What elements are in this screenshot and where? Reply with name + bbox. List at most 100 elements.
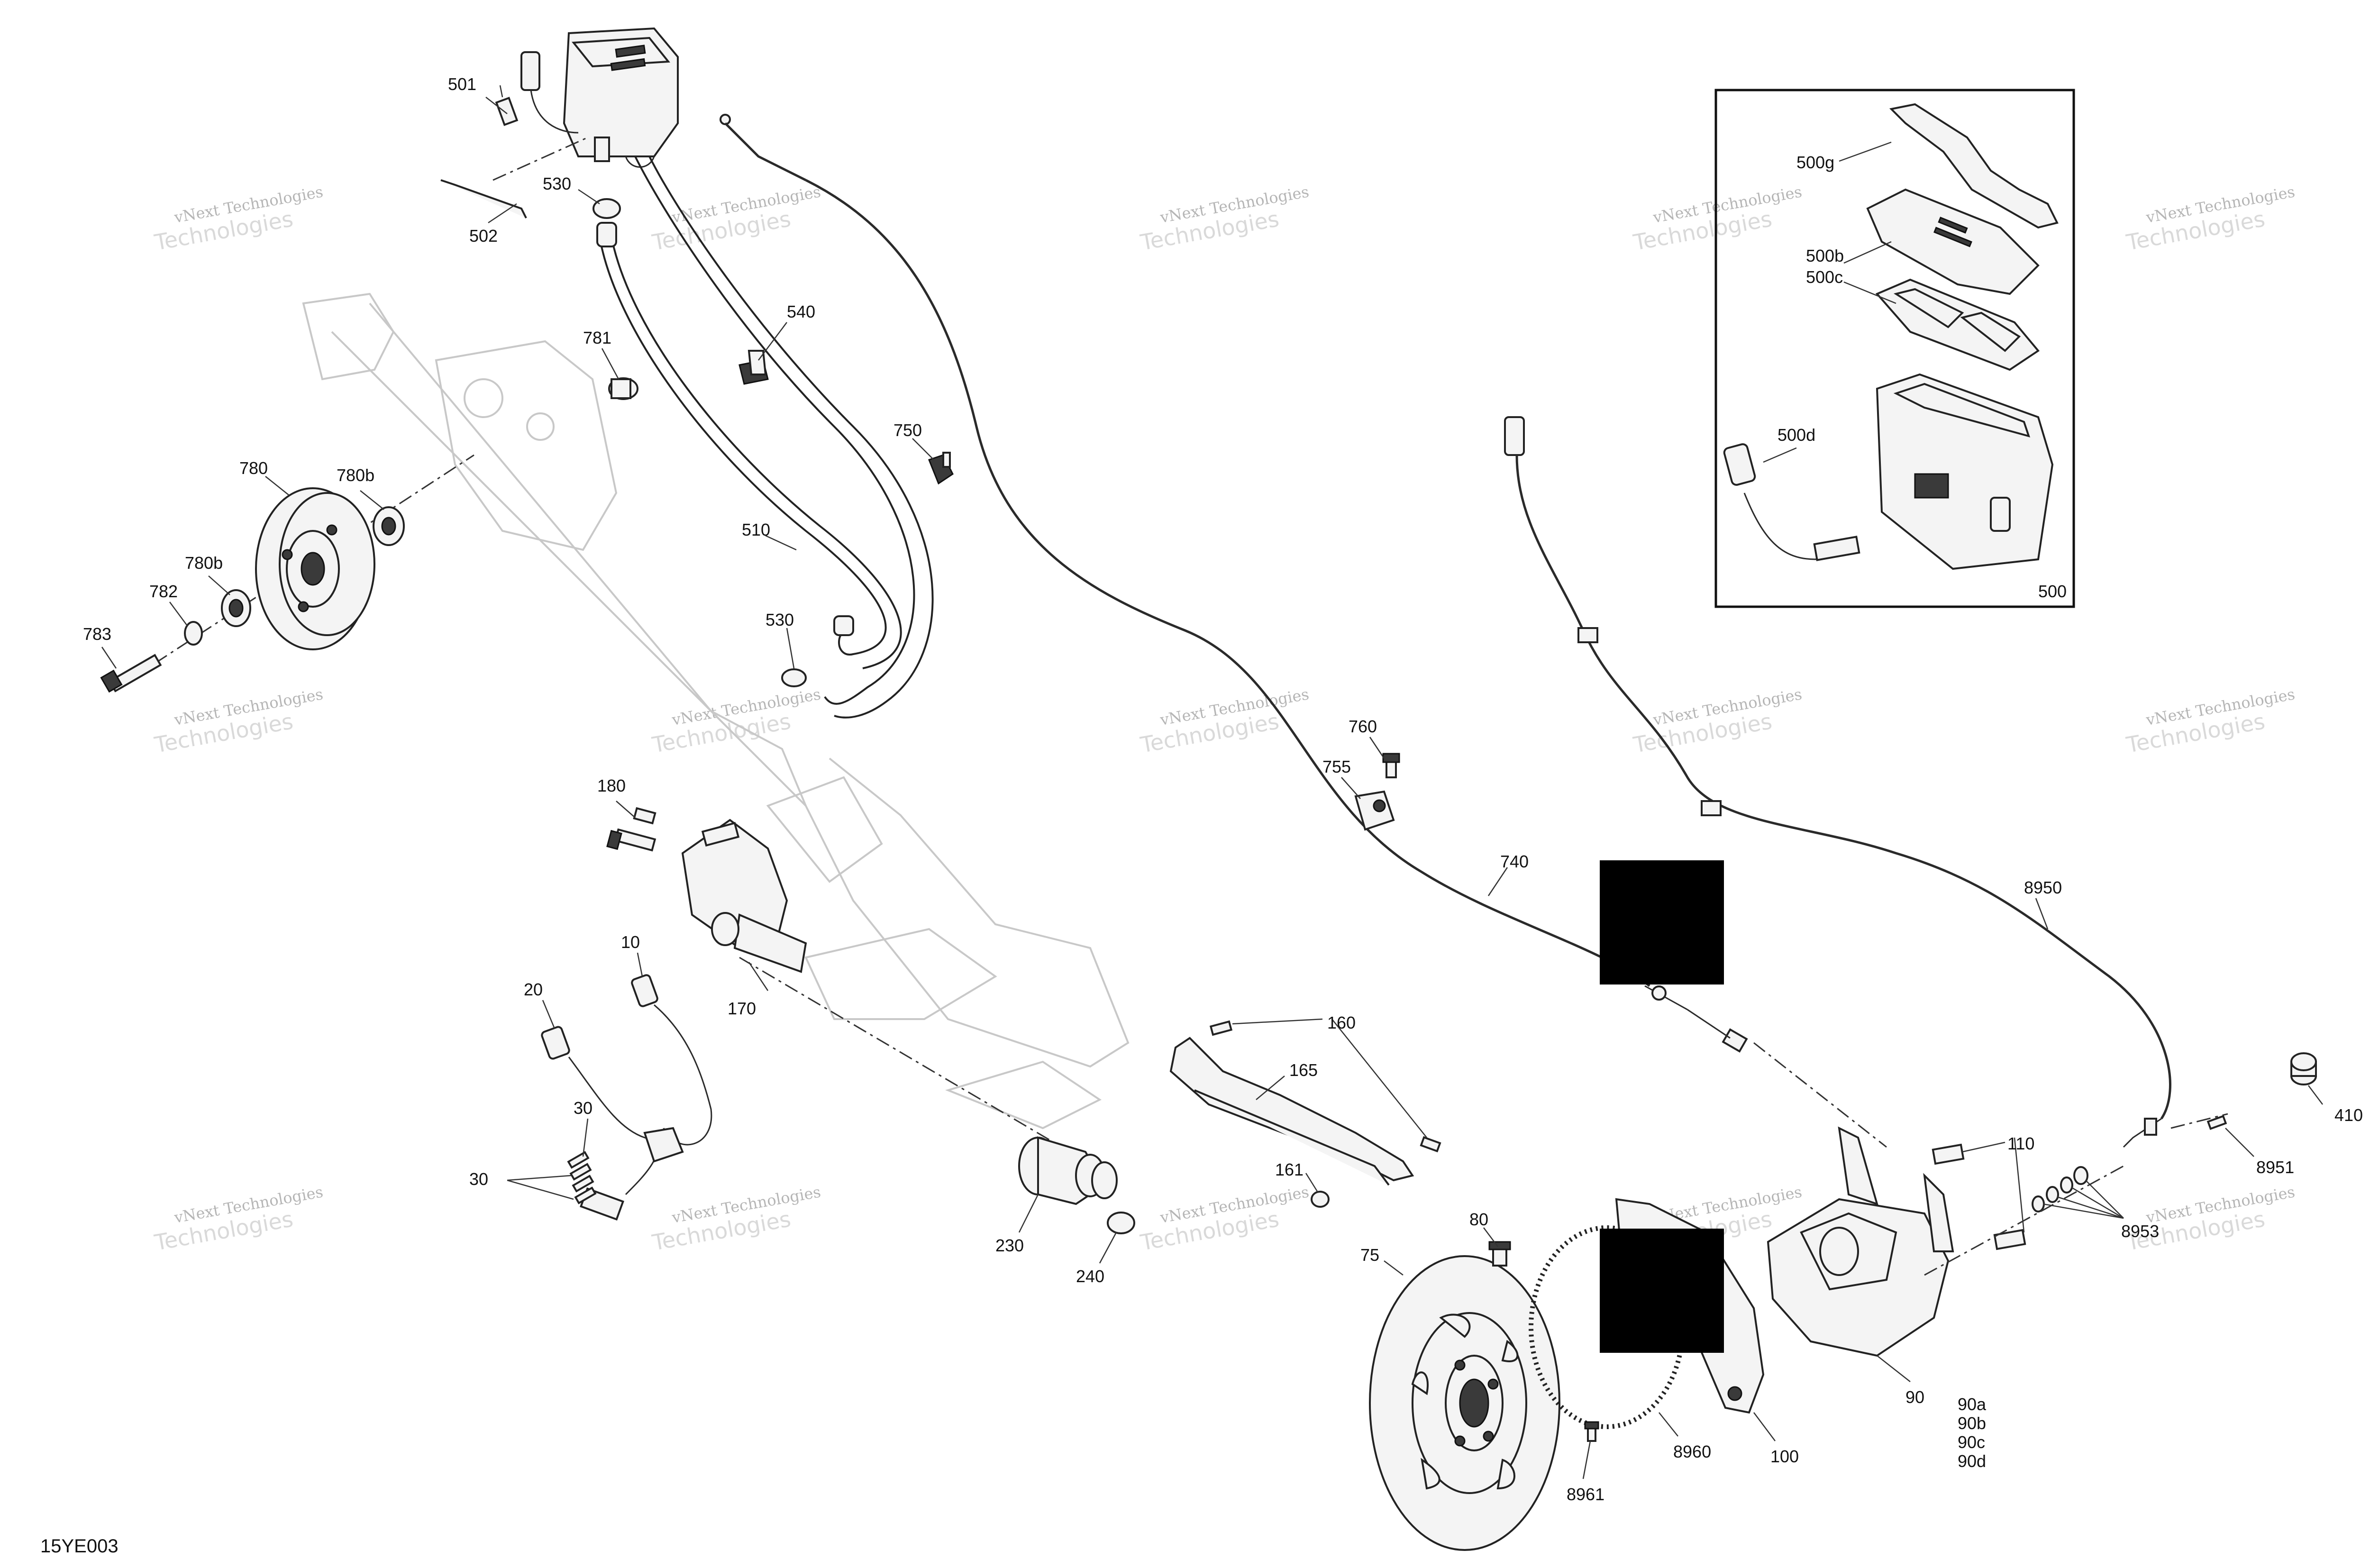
clamp-530-top xyxy=(592,198,621,219)
label-170: 170 xyxy=(728,999,756,1018)
label-410: 410 xyxy=(2334,1105,2363,1125)
label-240: 240 xyxy=(1076,1267,1104,1286)
dash-170-230 xyxy=(739,957,1062,1148)
clip-502 xyxy=(440,179,527,219)
clamp-530-bottom xyxy=(781,668,807,687)
label-501: 501 xyxy=(448,74,476,94)
watermark: vNext Technologies Technologies xyxy=(1631,182,1803,255)
leader-lines xyxy=(101,97,2323,1479)
watermark: vNext Technologies Technologies xyxy=(650,1183,822,1256)
label-500: 500 xyxy=(2038,582,2067,601)
dash-caliper-washers xyxy=(1924,1165,2124,1276)
label-230: 230 xyxy=(995,1236,1024,1255)
watermark: vNext Technologies Technologies xyxy=(152,1183,324,1256)
screw-160 xyxy=(1209,1020,1441,1153)
filter-500c xyxy=(1875,278,2040,371)
label-8951: 8951 xyxy=(2256,1158,2294,1177)
label-90d: 90d xyxy=(1958,1451,1986,1471)
label-75: 75 xyxy=(1360,1245,1379,1265)
label-780b: 780b xyxy=(337,465,374,485)
label-30: 30 xyxy=(469,1169,488,1189)
watermark: vNext Technologies Technologies xyxy=(2124,1183,2296,1256)
screws-30 xyxy=(567,1151,597,1204)
label-8960: 8960 xyxy=(1673,1442,1711,1461)
watermark: vNext Technologies Technologies xyxy=(1631,685,1803,758)
clip-750 xyxy=(928,452,954,485)
part-labels: 501 502 530 540 510 530 781 780 780b 780… xyxy=(83,74,2363,1504)
watermark: vNext Technologies Technologies xyxy=(2124,182,2296,255)
pressure-switch-10 xyxy=(631,974,712,1146)
label-180: 180 xyxy=(597,776,626,795)
label-750: 750 xyxy=(893,420,922,440)
label-160: 160 xyxy=(1327,1013,1356,1032)
cover-500b xyxy=(1866,188,2040,295)
pulley-780 xyxy=(255,487,375,650)
ghost-frame xyxy=(302,292,1130,1130)
brake-hose-510 xyxy=(596,156,934,719)
screw-8961 xyxy=(1584,1421,1599,1442)
label-90: 90 xyxy=(1905,1387,1924,1407)
inset-frame xyxy=(1714,89,2075,608)
parking-cable-740 xyxy=(720,114,1748,1053)
label-781: 781 xyxy=(583,328,611,347)
label-530: 530 xyxy=(543,174,571,193)
washer-782 xyxy=(184,621,203,646)
label-30: 30 xyxy=(574,1098,592,1118)
bolt-783 xyxy=(100,654,162,693)
label-782: 782 xyxy=(149,582,178,601)
label-90c: 90c xyxy=(1958,1432,1985,1452)
label-510: 510 xyxy=(742,520,770,539)
screw-760 xyxy=(1382,753,1400,778)
label-20: 20 xyxy=(524,980,543,999)
label-8961: 8961 xyxy=(1567,1485,1604,1504)
label-500c: 500c xyxy=(1806,267,1843,287)
watermark: vNext Technologies Technologies xyxy=(650,685,822,758)
label-540: 540 xyxy=(787,302,815,321)
abs-module xyxy=(440,27,807,687)
label-780: 780 xyxy=(239,458,268,478)
label-90b: 90b xyxy=(1958,1413,1986,1433)
housing-500 xyxy=(1876,373,2054,570)
label-760: 760 xyxy=(1349,717,1377,736)
bushing-781 xyxy=(608,377,638,400)
label-783: 783 xyxy=(83,624,111,644)
label-80: 80 xyxy=(1469,1210,1488,1229)
redaction-block xyxy=(1600,1229,1724,1353)
watermark: vNext Technologies Technologies xyxy=(1138,685,1310,758)
label-161: 161 xyxy=(1275,1160,1304,1179)
label-755: 755 xyxy=(1322,757,1351,776)
label-500d: 500d xyxy=(1778,425,1815,445)
pedal-pivot-assembly xyxy=(100,377,638,693)
bracket-165 xyxy=(1169,1037,1414,1186)
dash-cable-caliper xyxy=(1753,1042,1887,1148)
caliper-90 xyxy=(1767,1126,1954,1357)
bolt-80 xyxy=(1488,1241,1511,1267)
clip-540 xyxy=(738,350,769,385)
watermark: vNext Technologies Technologies xyxy=(1138,182,1310,255)
redaction-block xyxy=(1600,860,1724,985)
label-90a: 90a xyxy=(1958,1395,1987,1414)
nut-410 xyxy=(2290,1052,2317,1085)
label-110: 110 xyxy=(2007,1134,2034,1153)
connector-500d xyxy=(1723,443,1860,561)
label-500g: 500g xyxy=(1796,153,1834,172)
watermark: vNext Technologies Technologies xyxy=(1138,1183,1310,1256)
label-780b: 780b xyxy=(185,553,223,573)
master-cylinder-170 xyxy=(606,807,807,973)
abs-sensor-cable-8950 xyxy=(1504,416,2228,1148)
label-8950: 8950 xyxy=(2024,878,2062,897)
clip-500g xyxy=(1889,103,2059,229)
washers-8953 xyxy=(2032,1166,2088,1212)
bolt-110 xyxy=(1932,1143,2026,1250)
pressure-switch-20 xyxy=(541,1026,684,1221)
label-10: 10 xyxy=(621,932,640,952)
watermark: vNext Technologies Technologies xyxy=(2124,685,2296,758)
watermark: vNext Technologies Technologies xyxy=(152,182,324,255)
watermark: vNext Technologies Technologies xyxy=(152,685,324,758)
nut-161 xyxy=(1311,1191,1330,1208)
label-100: 100 xyxy=(1770,1447,1799,1466)
brake-disc-75 xyxy=(1369,1255,1560,1551)
inset-box-500 xyxy=(1714,89,2075,608)
label-502: 502 xyxy=(469,226,498,246)
label-740: 740 xyxy=(1500,852,1529,871)
